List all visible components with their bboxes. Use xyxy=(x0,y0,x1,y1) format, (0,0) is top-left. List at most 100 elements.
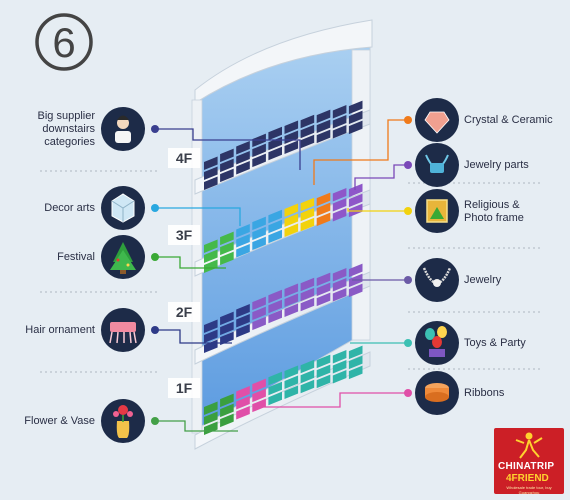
step-number-badge: 6 xyxy=(35,13,93,71)
shop-unit xyxy=(348,283,363,298)
shop-unit xyxy=(316,374,331,389)
shop-unit xyxy=(332,187,347,202)
shop-unit xyxy=(236,160,250,175)
shop-unit xyxy=(252,236,266,251)
shop-unit xyxy=(204,166,218,180)
shop-unit xyxy=(236,405,250,420)
label-toys-party: Toys & Party xyxy=(464,337,526,349)
shop-unit xyxy=(284,120,299,134)
shop-unit xyxy=(284,303,299,317)
shop-unit xyxy=(236,150,250,165)
shop-unit xyxy=(332,207,347,222)
gem-icon xyxy=(404,98,459,142)
shop-unit xyxy=(268,391,282,406)
person-icon xyxy=(101,107,159,151)
flower-vase-icon xyxy=(101,399,159,443)
shop-unit xyxy=(220,403,234,418)
logo-line2: 4FRIEND xyxy=(506,473,549,484)
label-decor-arts: Decor arts xyxy=(44,202,95,214)
floor-label-3f: 3F xyxy=(176,227,193,243)
shop-unit xyxy=(220,413,234,428)
shop-unit xyxy=(284,385,299,399)
shop-unit xyxy=(348,120,363,135)
shop-unit xyxy=(332,197,347,212)
shop-unit xyxy=(316,292,331,307)
shop-unit xyxy=(220,158,234,173)
shop-unit xyxy=(204,259,218,273)
shop-unit xyxy=(284,293,299,307)
shop-unit xyxy=(236,223,250,238)
shop-unit xyxy=(300,287,315,302)
connector-ribbons xyxy=(262,392,408,408)
shop-unit xyxy=(252,296,266,311)
shop-unit xyxy=(204,319,218,333)
shop-unit xyxy=(332,277,347,292)
shop-unit xyxy=(348,100,363,115)
shop-unit xyxy=(236,323,250,338)
shop-unit xyxy=(252,143,266,158)
connectors xyxy=(155,119,408,432)
shop-unit xyxy=(316,282,331,297)
shop-unit xyxy=(268,229,282,244)
shop-unit xyxy=(220,241,234,256)
label-ribbons: Ribbons xyxy=(464,387,505,399)
label-jewelry-parts: Jewelry parts xyxy=(464,159,529,171)
hair-clip-icon xyxy=(101,308,159,352)
shop-unit xyxy=(204,176,218,190)
necklace-icon xyxy=(404,258,459,302)
shop-unit xyxy=(332,359,347,374)
shop-unit xyxy=(220,148,234,163)
shop-unit xyxy=(220,168,234,183)
shop-unit xyxy=(332,267,347,282)
connector-festival xyxy=(155,256,226,269)
shop-unit xyxy=(220,311,234,326)
shop-unit xyxy=(316,202,331,217)
shop-unit xyxy=(220,393,234,408)
shop-unit xyxy=(300,124,315,139)
shop-unit xyxy=(316,364,331,379)
shop-unit xyxy=(284,283,299,297)
shop-unit xyxy=(316,272,331,287)
shop-unit xyxy=(252,226,266,241)
crystal-box-icon xyxy=(101,186,159,230)
floor-1f-shop-grid xyxy=(204,345,363,435)
label-festival: Festival xyxy=(57,251,95,263)
shop-unit xyxy=(300,359,315,374)
label-big-supplier: Big supplier downstairs categories xyxy=(37,110,95,148)
shop-unit xyxy=(236,243,250,258)
dancer-logo-icon xyxy=(515,432,543,459)
shop-unit xyxy=(332,124,347,139)
floor-labels: 4F 3F 2F 1F xyxy=(168,148,200,398)
shop-unit xyxy=(220,331,234,346)
shop-unit xyxy=(332,104,347,119)
shop-unit xyxy=(220,231,234,246)
shop-unit xyxy=(236,395,250,410)
shop-unit xyxy=(204,401,218,415)
connector-decor-arts xyxy=(155,207,241,226)
shop-unit xyxy=(300,207,315,222)
shop-unit xyxy=(220,321,234,336)
shop-unit xyxy=(300,114,315,129)
logo-tagline: Wholesale trade tour, buy Guangzhou xyxy=(506,485,552,494)
shop-unit xyxy=(220,251,234,266)
shop-unit xyxy=(300,217,315,232)
shop-unit xyxy=(316,354,331,369)
shop-unit xyxy=(284,203,299,217)
christmas-tree-icon xyxy=(101,235,159,279)
shop-unit xyxy=(268,289,282,304)
shop-unit xyxy=(236,303,250,318)
connector-crystal-ceramic xyxy=(313,119,408,185)
shop-unit xyxy=(204,249,218,263)
shop-unit xyxy=(316,212,331,227)
shop-unit xyxy=(252,216,266,231)
shop-unit xyxy=(300,369,315,384)
shop-unit xyxy=(268,381,282,396)
shop-unit xyxy=(236,313,250,328)
floor-3f-shop-grid xyxy=(204,183,363,273)
shop-unit xyxy=(268,209,282,224)
label-jewelry: Jewelry xyxy=(464,274,502,286)
shop-unit xyxy=(204,329,218,343)
label-crystal-ceramic: Crystal & Ceramic xyxy=(464,114,553,126)
shop-unit xyxy=(284,140,299,154)
